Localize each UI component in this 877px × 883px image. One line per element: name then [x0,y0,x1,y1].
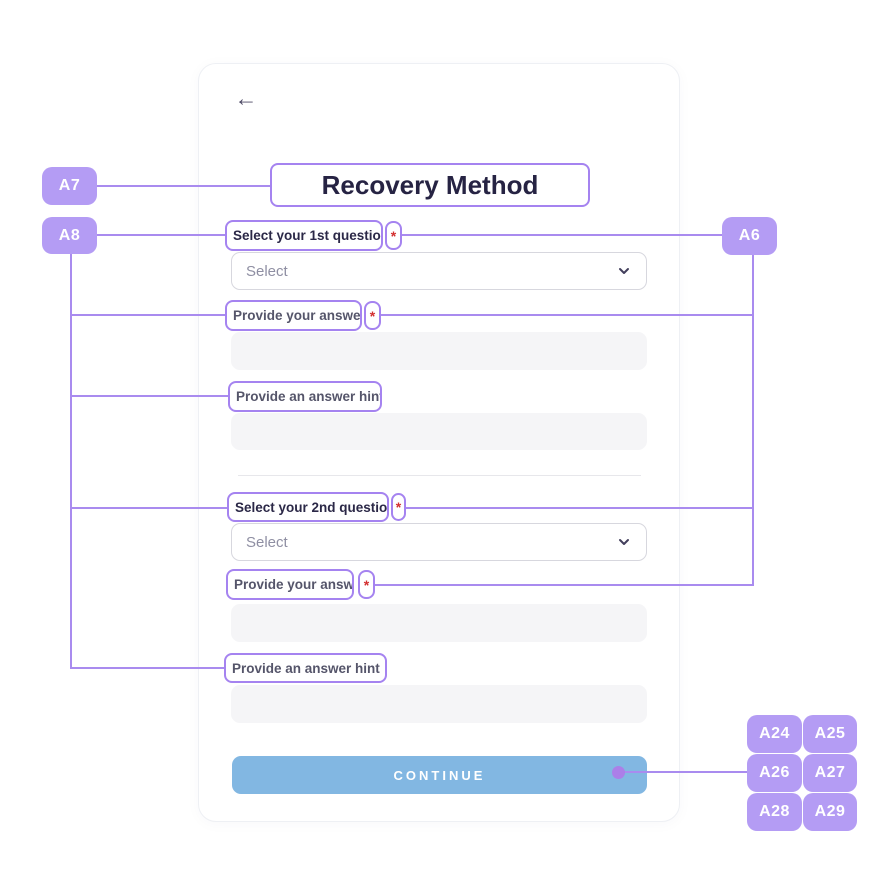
annotation-box-title: Recovery Method [270,163,590,207]
annotation-box-answer1-label: Provide your answer [225,300,362,331]
annotation-line-a8 [97,234,225,236]
annotation-box-q2-required: * [391,493,406,521]
annotation-box-q1-label: Select your 1st question [225,220,383,251]
second-answer-input[interactable] [231,604,647,642]
annotation-line-answer1-required [380,314,753,316]
annotation-line-answer2-required [374,584,753,586]
annotation-line-hint1 [71,395,228,397]
annotation-line-q2 [71,507,227,509]
annotation-line-continue [620,771,747,773]
page-title: Recovery Method [321,169,539,200]
annotation-badge-a6: A6 [722,217,777,255]
annotation-line-q1-required [401,234,722,236]
annotation-box-answer1-required: * [364,301,381,330]
chevron-down-icon [616,534,632,550]
first-question-select-placeholder: Select [246,262,288,280]
section-divider [238,475,641,476]
second-question-select[interactable]: Select [231,523,647,561]
annotation-box-q2-label: Select your 2nd question [227,492,389,522]
annotation-badge-a26: A26 [747,754,802,792]
annotation-badge-a25: A25 [803,715,857,753]
annotation-line-q2-required [405,507,753,509]
annotation-badge-a29: A29 [803,793,857,831]
annotation-box-hint1-label: Provide an answer hint [228,381,382,412]
sparkle-icon: ✦ [796,785,808,799]
back-arrow-icon[interactable]: ← [234,85,258,111]
annotation-box-answer2-label: Provide your answer [226,569,354,600]
annotation-line-right-vertical [752,255,754,586]
annotation-line-left-vertical [70,254,72,669]
sparkle-icon: ✦ [796,746,808,760]
annotation-box-hint2-label: Provide an answer hint [224,653,387,683]
annotation-line-a7 [97,185,270,187]
annotation-badge-a28: A28 [747,793,802,831]
first-hint-input[interactable] [231,413,647,450]
chevron-down-icon [616,263,632,279]
first-answer-input[interactable] [231,332,647,370]
annotation-line-hint2 [71,667,224,669]
annotation-box-answer2-required: * [358,570,375,599]
annotation-badge-a24: A24 [747,715,802,753]
annotation-box-q1-required: * [385,221,402,250]
annotation-badge-a8: A8 [42,217,97,254]
continue-button[interactable]: CONTINUE [232,756,647,794]
annotation-badge-a27: A27 [803,754,857,792]
annotation-badge-a7: A7 [42,167,97,205]
annotation-anchor-dot [612,766,625,779]
second-hint-input[interactable] [231,685,647,723]
first-question-select[interactable]: Select [231,252,647,290]
second-question-select-placeholder: Select [246,533,288,551]
annotation-line-answer1 [71,314,225,316]
